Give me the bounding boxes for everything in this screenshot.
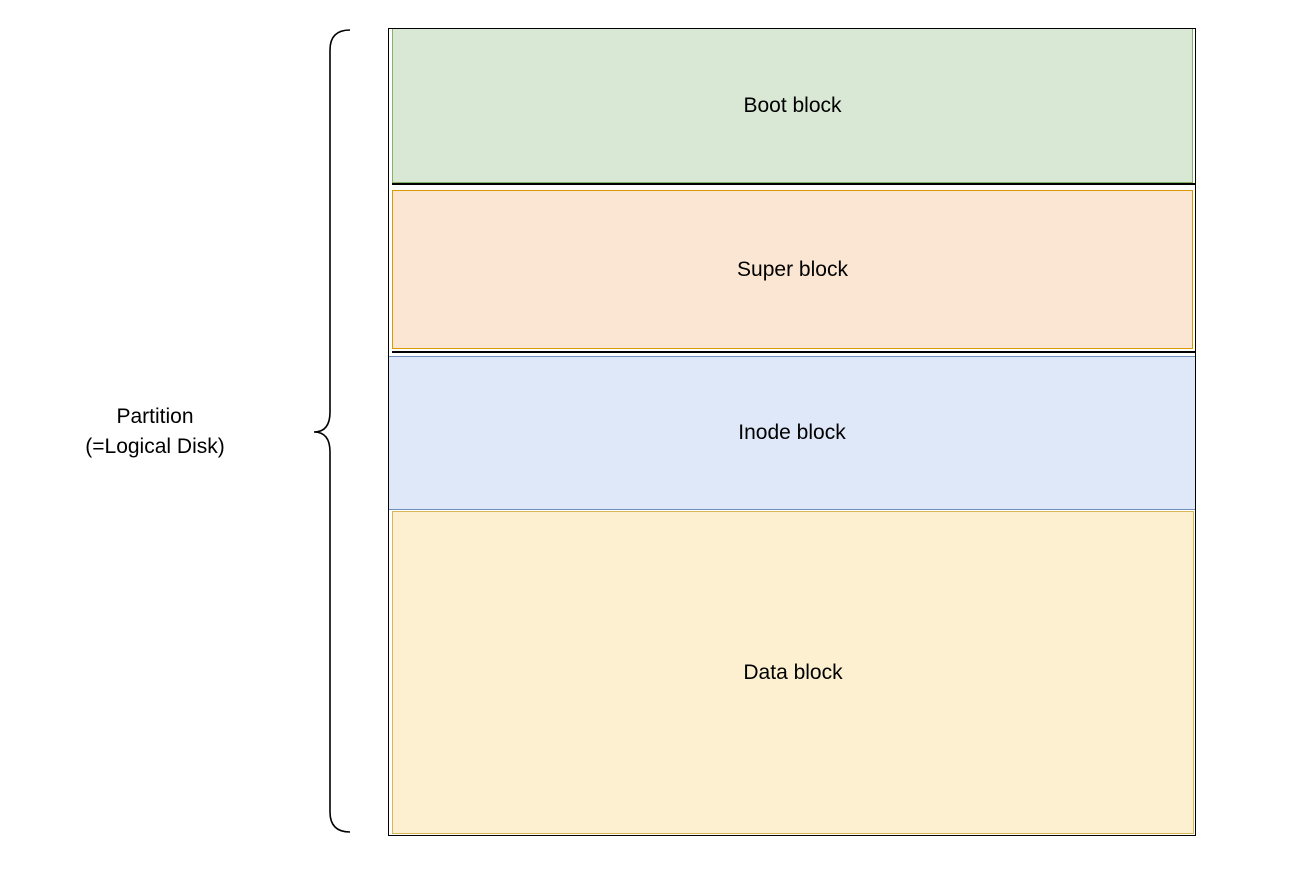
data-block: Data block <box>392 511 1194 834</box>
partition-label: Partition (=Logical Disk) <box>60 402 250 462</box>
boot-block: Boot block <box>392 28 1193 183</box>
curly-brace-icon <box>313 29 351 833</box>
boot-block-label: Boot block <box>743 93 842 117</box>
data-block-label: Data block <box>743 660 843 684</box>
super-block: Super block <box>392 190 1193 349</box>
partition-subtitle: (=Logical Disk) <box>85 435 225 458</box>
inode-block-label: Inode block <box>738 421 846 444</box>
block-divider <box>392 351 1196 353</box>
block-divider <box>392 183 1196 185</box>
disk-outline <box>388 28 1196 836</box>
inode-block: Inode block <box>388 356 1196 510</box>
partition-title: Partition <box>116 405 194 428</box>
super-block-label: Super block <box>737 257 848 281</box>
